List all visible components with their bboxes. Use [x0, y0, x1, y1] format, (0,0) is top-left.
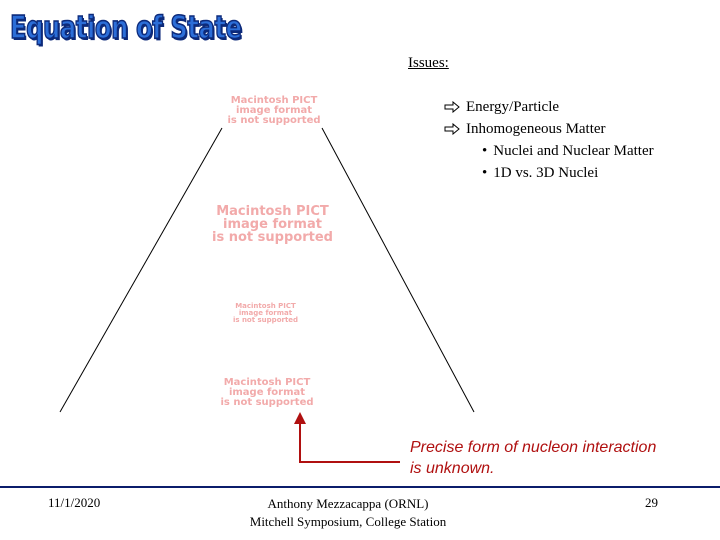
pyramid-left-edge: [59, 127, 223, 413]
footer-credits: Anthony Mezzacappa (ORNL) Mitchell Sympo…: [208, 495, 488, 531]
pict-placeholder: Macintosh PICT image format is not suppo…: [227, 95, 321, 126]
footer-date: 11/1/2020: [48, 495, 101, 510]
caption-text: Precise form of nucleon interaction is u…: [410, 439, 657, 477]
issue-text: Nuclei and Nuclear Matter: [493, 143, 654, 159]
issues-heading: Issues:: [408, 55, 449, 71]
hollow-arrow-icon: [444, 123, 460, 135]
issue-subitem: • Nuclei and Nuclear Matter: [444, 140, 654, 162]
issues-list: Energy/Particle Inhomogeneous Matter • N…: [444, 96, 654, 184]
bullet-icon: •: [482, 165, 488, 181]
bullet-icon: •: [482, 143, 488, 159]
footer-event: Mitchell Symposium, College Station: [249, 514, 447, 529]
pointer-arrow-head: [294, 412, 306, 424]
pyramid-right-edge: [321, 127, 475, 413]
pict-placeholder: Macintosh PICT image format is not suppo…: [220, 377, 314, 408]
footer-rule: [0, 486, 720, 488]
slide-title: Equation of State: [9, 9, 242, 47]
issue-subitem: • 1D vs. 3D Nuclei: [444, 162, 654, 184]
page-number: 29: [645, 495, 658, 510]
pointer-arrow-line: [299, 422, 400, 463]
issue-text: 1D vs. 3D Nuclei: [493, 165, 599, 181]
issue-text: Energy/Particle: [466, 99, 560, 115]
issue-item: Energy/Particle: [444, 96, 654, 118]
pict-placeholder: Macintosh PICT image format is not suppo…: [232, 302, 299, 324]
issue-text: Inhomogeneous Matter: [466, 121, 606, 137]
pict-placeholder: Macintosh PICT image format is not suppo…: [212, 204, 333, 245]
issue-item: Inhomogeneous Matter: [444, 118, 654, 140]
hollow-arrow-icon: [444, 101, 460, 113]
footer-author: Anthony Mezzacappa (ORNL): [267, 496, 429, 511]
